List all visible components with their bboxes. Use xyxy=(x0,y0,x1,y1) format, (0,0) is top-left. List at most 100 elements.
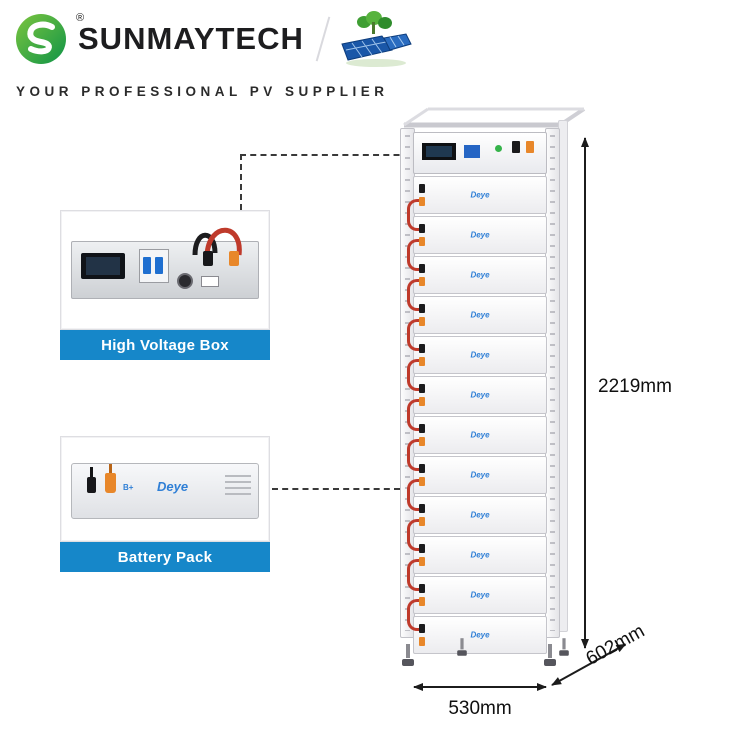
module-link-cable xyxy=(407,359,419,391)
module-connector-orange xyxy=(419,317,425,326)
module-connector-orange xyxy=(419,557,425,566)
module-brand-label: Deye xyxy=(470,590,490,600)
module-brand-label: Deye xyxy=(470,350,490,360)
battery-pack-image: B+ Deye xyxy=(60,436,270,542)
hv-connector-orange xyxy=(229,251,239,266)
battery-module: Deye xyxy=(407,576,547,631)
module-link-cable xyxy=(407,279,419,311)
battery-module: Deye xyxy=(407,536,547,591)
module-connector-black xyxy=(419,504,425,513)
module-connector-orange xyxy=(419,197,425,206)
module-brand-label: Deye xyxy=(470,470,490,480)
module-connector-orange xyxy=(419,437,425,446)
hv-box-round-port xyxy=(177,273,193,289)
module-brand-label: Deye xyxy=(470,550,490,560)
control-display xyxy=(422,143,456,160)
hv-box-breaker-switch xyxy=(139,249,169,283)
high-voltage-box-image xyxy=(60,210,270,330)
solar-panel-graphic xyxy=(338,10,412,68)
module-link-cable xyxy=(407,559,419,591)
module-connector-black xyxy=(419,264,425,273)
module-brand-label: Deye xyxy=(470,310,490,320)
height-dimension-label: 2219mm xyxy=(598,376,672,397)
module-connector-orange xyxy=(419,637,425,646)
module-link-cable xyxy=(407,239,419,271)
width-dimension-label: 530mm xyxy=(448,698,512,719)
rack-foot xyxy=(402,644,414,666)
registered-trademark: ® xyxy=(76,12,85,24)
height-dimension-arrow xyxy=(580,137,589,649)
module-link-cable xyxy=(407,399,419,431)
battery-vent-slots xyxy=(225,475,251,495)
control-connector-black xyxy=(512,141,520,153)
module-connector-black xyxy=(419,304,425,313)
module-link-cable xyxy=(407,599,419,631)
module-connector-orange xyxy=(419,277,425,286)
battery-port-label: B+ xyxy=(123,483,134,492)
battery-module: Deye xyxy=(407,456,547,511)
control-led-green xyxy=(495,145,502,152)
sunmaytech-logo-icon xyxy=(14,12,68,66)
module-brand-label: Deye xyxy=(470,390,490,400)
module-connector-black xyxy=(419,384,425,393)
module-brand-label: Deye xyxy=(470,630,490,640)
depth-dimension-label: 602mm xyxy=(582,620,649,670)
battery-connector-black xyxy=(87,467,96,493)
module-connector-orange xyxy=(419,597,425,606)
callout-line-hv-vertical xyxy=(240,154,242,210)
battery-module: Deye xyxy=(407,216,547,271)
rack-high-voltage-control-box xyxy=(413,132,547,174)
module-connector-black xyxy=(419,184,425,193)
module-connector-black xyxy=(419,464,425,473)
battery-module: Deye xyxy=(407,256,547,311)
battery-module: Deye xyxy=(407,176,547,231)
module-link-cable xyxy=(407,199,419,231)
rack-rail-right xyxy=(545,128,560,638)
battery-connector-orange xyxy=(105,464,116,493)
control-breaker xyxy=(464,145,480,158)
module-brand-label: Deye xyxy=(470,230,490,240)
battery-module: Deye xyxy=(407,336,547,391)
high-voltage-box-callout: High Voltage Box xyxy=(60,210,270,360)
module-link-cable xyxy=(407,519,419,551)
rack-foot xyxy=(457,638,467,656)
battery-pack-label: Battery Pack xyxy=(60,542,270,572)
module-brand-label: Deye xyxy=(470,190,490,200)
battery-rack: Deye Deye Deye Deye Deye xyxy=(400,107,586,666)
rack-foot xyxy=(544,644,556,666)
module-connector-black xyxy=(419,344,425,353)
module-connector-black xyxy=(419,424,425,433)
brand-name: SUNMAYTECH xyxy=(78,21,304,56)
width-dimension-arrow xyxy=(413,682,547,691)
battery-brand-label: Deye xyxy=(157,479,189,494)
module-connector-orange xyxy=(419,517,425,526)
logo-divider xyxy=(315,16,331,62)
module-link-cable xyxy=(407,319,419,351)
battery-module: Deye xyxy=(407,376,547,431)
module-connector-orange xyxy=(419,477,425,486)
battery-module: Deye xyxy=(407,496,547,551)
hv-box-cables xyxy=(192,227,242,256)
module-connector-orange xyxy=(419,397,425,406)
module-connector-black xyxy=(419,624,425,633)
module-link-cable xyxy=(407,439,419,471)
module-brand-label: Deye xyxy=(470,270,490,280)
module-brand-label: Deye xyxy=(470,430,490,440)
module-connector-orange xyxy=(419,357,425,366)
rack-foot xyxy=(559,638,569,656)
hv-box-display xyxy=(81,253,125,279)
battery-module: Deye xyxy=(407,416,547,471)
battery-pack-callout: B+ Deye Battery Pack xyxy=(60,436,270,572)
high-voltage-box-label: High Voltage Box xyxy=(60,330,270,360)
control-connector-orange xyxy=(526,141,534,153)
callout-line-hv-horizontal xyxy=(240,154,420,156)
brand-header: ® SUNMAYTECH xyxy=(14,10,412,68)
module-connector-orange xyxy=(419,237,425,246)
module-brand-label: Deye xyxy=(470,510,490,520)
hv-connector-black xyxy=(203,251,213,266)
hv-box-usb-port xyxy=(201,276,219,287)
module-stack: Deye Deye Deye Deye Deye xyxy=(407,132,547,654)
battery-module: Deye xyxy=(407,296,547,351)
module-connector-black xyxy=(419,544,425,553)
